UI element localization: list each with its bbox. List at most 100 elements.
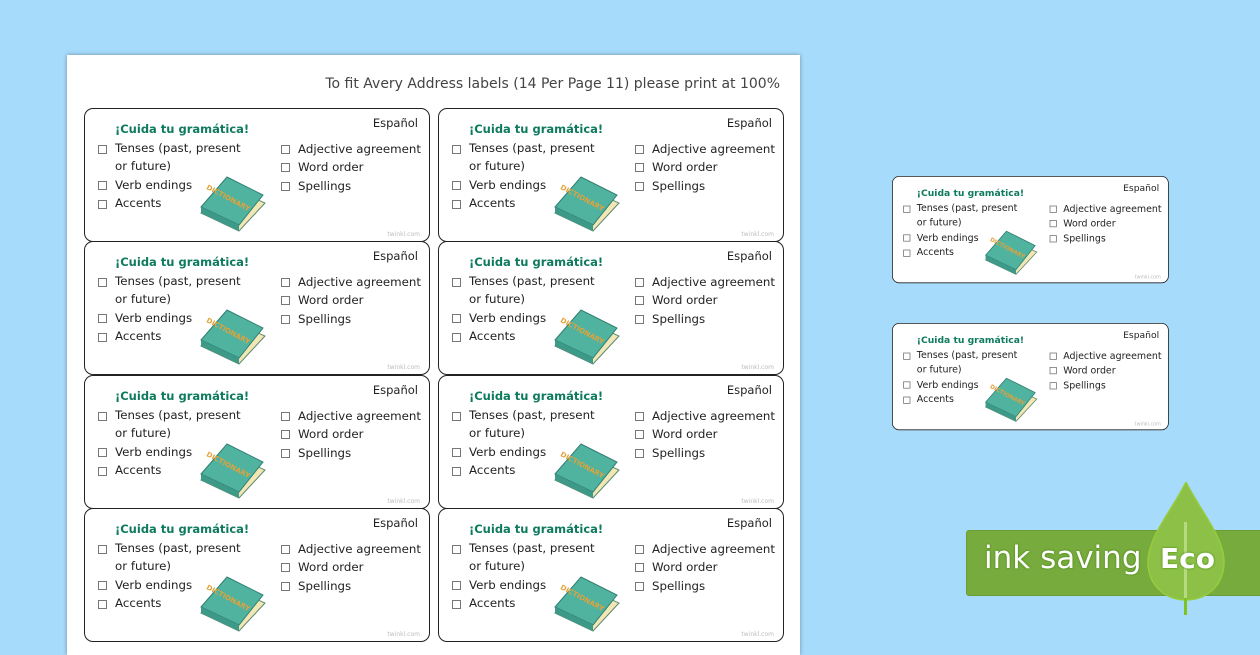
checkbox[interactable] bbox=[635, 449, 644, 458]
checkbox[interactable] bbox=[903, 234, 911, 242]
item-tenses: Tenses (past, present bbox=[115, 408, 241, 422]
checkbox[interactable] bbox=[903, 205, 911, 213]
checkbox[interactable] bbox=[903, 381, 911, 389]
checkbox[interactable] bbox=[903, 249, 911, 257]
label-language: Español bbox=[726, 116, 772, 130]
checkbox[interactable] bbox=[98, 181, 107, 190]
checkbox[interactable] bbox=[452, 545, 461, 554]
checkbox[interactable] bbox=[98, 314, 107, 323]
checkbox[interactable] bbox=[452, 314, 461, 323]
checkbox[interactable] bbox=[1049, 235, 1057, 243]
checkbox[interactable] bbox=[1049, 367, 1057, 375]
item-tenses-cont: or future) bbox=[916, 216, 962, 228]
checkbox[interactable] bbox=[1049, 352, 1057, 360]
grammar-label: ¡Cuida tu gramática! Español Tenses (pas… bbox=[84, 375, 430, 509]
checkbox[interactable] bbox=[452, 581, 461, 590]
item-spellings: Spellings bbox=[298, 179, 352, 193]
checkbox[interactable] bbox=[903, 352, 911, 360]
checkbox[interactable] bbox=[98, 448, 107, 457]
item-word-order: Word order bbox=[1063, 364, 1116, 376]
checkbox[interactable] bbox=[281, 412, 290, 421]
grammar-label: ¡Cuida tu gramática! Español Tenses (pas… bbox=[892, 176, 1169, 284]
item-word-order: Word order bbox=[298, 427, 364, 441]
checkbox[interactable] bbox=[98, 467, 107, 476]
item-tenses: Tenses (past, present bbox=[469, 141, 595, 155]
checkbox[interactable] bbox=[281, 296, 290, 305]
checkbox[interactable] bbox=[635, 582, 644, 591]
item-adjective: Adjective agreement bbox=[652, 142, 775, 156]
item-verb-endings: Verb endings bbox=[469, 311, 547, 325]
checkbox[interactable] bbox=[452, 467, 461, 476]
item-tenses-cont: or future) bbox=[916, 363, 962, 375]
checkbox[interactable] bbox=[635, 182, 644, 191]
item-adjective: Adjective agreement bbox=[652, 409, 775, 423]
item-spellings: Spellings bbox=[652, 179, 706, 193]
checkbox[interactable] bbox=[452, 145, 461, 154]
item-accents: Accents bbox=[115, 596, 162, 610]
checkbox[interactable] bbox=[281, 278, 290, 287]
item-adjective: Adjective agreement bbox=[298, 142, 421, 156]
label-title: ¡Cuida tu gramática! bbox=[469, 122, 604, 136]
checkbox[interactable] bbox=[281, 182, 290, 191]
leaf-drop-icon bbox=[1147, 482, 1225, 615]
checkbox[interactable] bbox=[281, 145, 290, 154]
checkbox[interactable] bbox=[903, 396, 911, 404]
checkbox[interactable] bbox=[635, 296, 644, 305]
item-adjective: Adjective agreement bbox=[298, 542, 421, 556]
checkbox[interactable] bbox=[98, 278, 107, 287]
item-verb-endings: Verb endings bbox=[469, 178, 547, 192]
checkbox[interactable] bbox=[98, 412, 107, 421]
item-accents: Accents bbox=[115, 463, 162, 477]
checkbox[interactable] bbox=[1049, 220, 1057, 228]
checkbox[interactable] bbox=[635, 163, 644, 172]
checkbox[interactable] bbox=[281, 449, 290, 458]
checkbox[interactable] bbox=[635, 430, 644, 439]
item-tenses-cont: or future) bbox=[115, 159, 172, 173]
checkbox[interactable] bbox=[281, 545, 290, 554]
item-adjective: Adjective agreement bbox=[1063, 203, 1162, 215]
checkbox[interactable] bbox=[281, 430, 290, 439]
checkbox[interactable] bbox=[635, 278, 644, 287]
item-accents: Accents bbox=[469, 196, 516, 210]
checkbox[interactable] bbox=[635, 563, 644, 572]
item-tenses: Tenses (past, present bbox=[469, 274, 595, 288]
brand-watermark: twinkl.com bbox=[387, 631, 420, 638]
label-language: Español bbox=[726, 383, 772, 397]
dictionary-book-icon: DICTIONARY bbox=[200, 309, 266, 365]
grammar-label: ¡Cuida tu gramática! Español Tenses (pas… bbox=[892, 323, 1169, 431]
checkbox[interactable] bbox=[452, 181, 461, 190]
checkbox[interactable] bbox=[452, 600, 461, 609]
checkbox[interactable] bbox=[98, 200, 107, 209]
item-word-order: Word order bbox=[1063, 217, 1116, 229]
checkbox[interactable] bbox=[98, 545, 107, 554]
grammar-label: ¡Cuida tu gramática! Español Tenses (pas… bbox=[84, 108, 430, 242]
item-tenses: Tenses (past, present bbox=[469, 408, 595, 422]
checkbox[interactable] bbox=[281, 163, 290, 172]
checkbox[interactable] bbox=[452, 200, 461, 209]
checkbox[interactable] bbox=[98, 333, 107, 342]
checkbox[interactable] bbox=[281, 563, 290, 572]
checkbox[interactable] bbox=[635, 315, 644, 324]
checkbox[interactable] bbox=[452, 278, 461, 287]
item-verb-endings: Verb endings bbox=[115, 178, 193, 192]
checkbox[interactable] bbox=[635, 145, 644, 154]
checkbox[interactable] bbox=[1049, 382, 1057, 390]
checkbox[interactable] bbox=[281, 582, 290, 591]
checkbox[interactable] bbox=[281, 315, 290, 324]
item-accents: Accents bbox=[916, 393, 954, 405]
item-accents: Accents bbox=[916, 246, 954, 258]
item-word-order: Word order bbox=[298, 160, 364, 174]
checkbox[interactable] bbox=[635, 412, 644, 421]
grammar-label: ¡Cuida tu gramática! Español Tenses (pas… bbox=[438, 375, 784, 509]
checkbox[interactable] bbox=[98, 145, 107, 154]
checkbox[interactable] bbox=[452, 448, 461, 457]
checkbox[interactable] bbox=[98, 581, 107, 590]
item-verb-endings: Verb endings bbox=[916, 379, 979, 391]
checkbox[interactable] bbox=[452, 412, 461, 421]
checkbox[interactable] bbox=[452, 333, 461, 342]
item-tenses: Tenses (past, present bbox=[115, 141, 241, 155]
checkbox[interactable] bbox=[98, 600, 107, 609]
checkbox[interactable] bbox=[635, 545, 644, 554]
checkbox[interactable] bbox=[1049, 205, 1057, 213]
label-title: ¡Cuida tu gramática! bbox=[115, 522, 250, 536]
